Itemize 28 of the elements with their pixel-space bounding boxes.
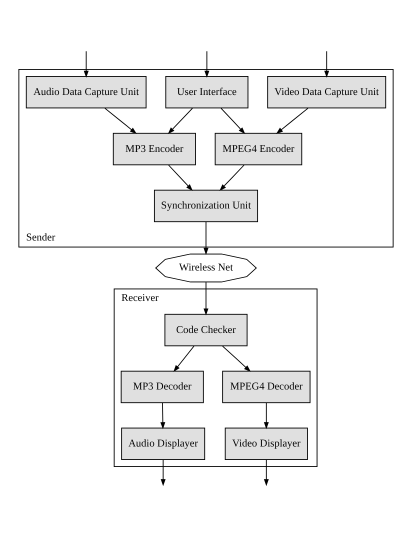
arrow (276, 108, 308, 134)
node-box: Synchronization Unit (154, 190, 258, 222)
arrow (160, 459, 166, 486)
node-box: Audio Data Capture Unit (26, 76, 147, 108)
arrow (84, 50, 89, 78)
arrow (160, 402, 166, 430)
node-box: MPEG4 Encoder (214, 132, 302, 166)
arrow (204, 282, 208, 316)
node-box: MPEG4 Decoder (222, 370, 310, 404)
arrow (264, 402, 269, 430)
arrow (264, 459, 269, 486)
arrow (168, 108, 193, 134)
node-box: Video Displayer (224, 428, 308, 460)
arrow (219, 164, 245, 191)
arrow (173, 346, 194, 372)
arrow (204, 50, 210, 78)
arrow (324, 50, 330, 78)
node-box: MP3 Encoder (112, 132, 196, 166)
arrow (220, 108, 246, 134)
arrow (222, 346, 251, 372)
node-box: Video Data Capture Unit (267, 76, 386, 108)
node-box: User Interface (165, 76, 248, 108)
arrow (204, 221, 208, 255)
arrow (104, 108, 137, 134)
node-box: Audio Displayer (121, 428, 206, 460)
node-box: Code Checker (164, 314, 248, 346)
arrow (168, 164, 193, 191)
node-box: MP3 Decoder (120, 370, 204, 404)
